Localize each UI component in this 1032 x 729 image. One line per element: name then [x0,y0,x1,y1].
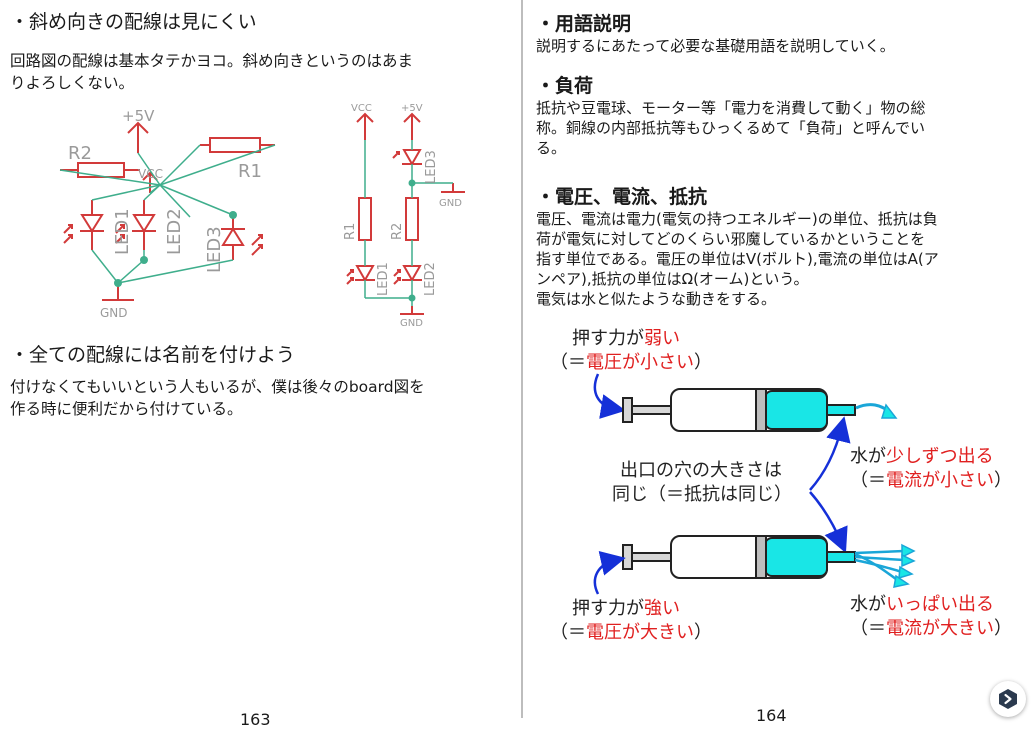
label-push-weak: 押す力が弱い [572,328,680,349]
arrow-push-strong [593,551,626,595]
right-page: ・用語説明 説明するにあたって必要な基礎用語を説明していく。 ・負荷 抵抗や豆電… [524,0,1032,725]
schematic-diagonal: +5V R2 R1 VCC LED1 LED2 LED3 GND [59,107,276,320]
arrow-to-bottom-syringe [809,491,848,554]
label-current-small: （＝電流が小さい） [850,470,1012,491]
label-plus5v-2: +5V [401,103,423,114]
label-vcc-2: VCC [351,103,372,114]
label-current-large: （＝電流が大きい） [850,618,1012,639]
label-r2: R2 [68,143,92,164]
next-page-button[interactable] [990,681,1026,717]
syringe-strong [622,535,916,588]
page-number-left: 163 [240,710,271,729]
page-number-right: 164 [756,706,787,725]
paragraph-wiring-direction: 回路図の配線は基本タテかヨコ。斜め向きというのはあま りよろしくない。 [10,52,414,92]
label-hole-size: 出口の穴の大きさは [620,460,782,481]
label-plus5v: +5V [122,107,155,125]
label-gnd-2a: GND [439,198,462,209]
left-page: ・斜め向きの配線は見にくい 回路図の配線は基本タテかヨコ。斜め向きというのはあま… [0,0,522,729]
label-led1-2: LED1 [376,262,391,296]
next-chevron-icon [999,689,1017,709]
label-resistance-same: 同じ（＝抵抗は同じ） [612,484,792,505]
label-led2: LED2 [164,208,185,255]
label-water-little: 水が少しずつ出る [850,446,994,467]
label-push-strong: 押す力が強い [572,598,680,619]
label-led3: LED3 [204,226,225,273]
label-r1: R1 [238,161,262,182]
arrow-push-weak [593,373,626,419]
label-water-much: 水がいっぱい出る [850,594,994,615]
label-led1: LED1 [112,208,133,255]
label-led2-2: LED2 [423,262,438,296]
arrow-to-top-syringe [809,416,851,491]
heading-load: ・負荷 [536,75,594,97]
syringe-weak [622,388,898,432]
label-r1-2: R1 [343,223,358,240]
schematic-straight: VCC +5V LED3 R1 R2 LED1 LED2 GND GND [343,103,465,329]
heading-name-all-wires: ・全ての配線には名前を付けよう [10,344,296,366]
label-gnd-2b: GND [400,318,423,329]
heading-voltage-current-resistance: ・電圧、電流、抵抗 [536,186,708,208]
paragraph-terms-intro: 説明するにあたって必要な基礎用語を説明していく。 [536,37,895,55]
page-divider [521,0,523,718]
label-voltage-large: （＝電圧が大きい） [550,622,712,643]
label-gnd: GND [100,306,128,320]
paragraph-load: 抵抗や豆電球、モーター等「電力を消費して動く」物の総 称。銅線の内部抵抗等もひっ… [536,99,926,157]
heading-terms: ・用語説明 [536,13,632,35]
label-r2-2: R2 [390,223,405,240]
water-analogy-diagram: 押す力が弱い （＝電圧が小さい） 出口の穴の大きさは 同じ（＝抵抗は同じ） 水が… [550,328,1012,643]
heading-diagonal-wiring: ・斜め向きの配線は見にくい [10,11,257,33]
paragraph-vcr: 電圧、電流は電力(電気の持つエネルギー)の単位、抵抗は負 荷が電気に対してどのく… [536,210,939,308]
label-voltage-small: （＝電圧が小さい） [550,352,712,373]
label-vcc: VCC [138,167,163,181]
label-led3-2: LED3 [424,150,439,184]
paragraph-naming-reason: 付けなくてもいいという人もいるが、僕は後々のboard図を 作る時に便利だから付… [10,378,425,418]
